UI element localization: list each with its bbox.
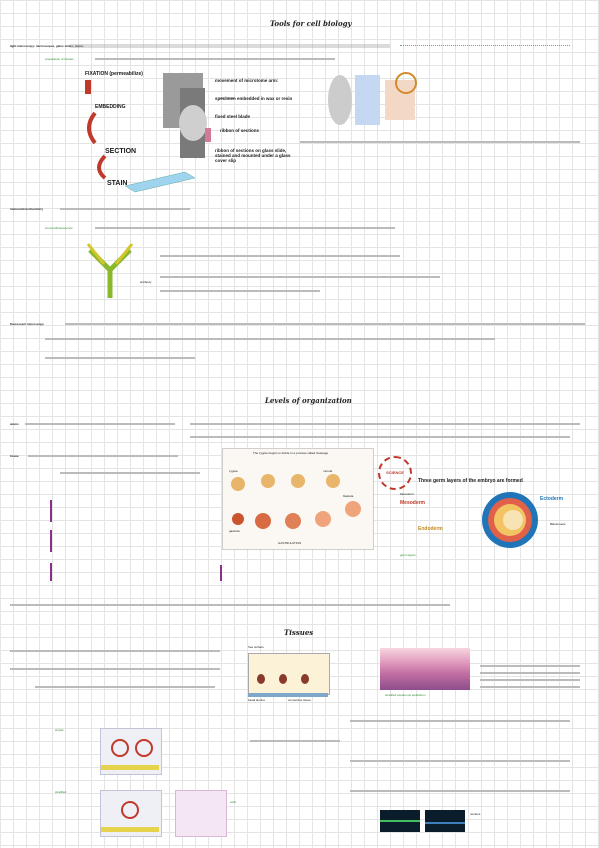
fixation-label: FIXATION (permeabilize) [85, 71, 143, 77]
note-line [190, 423, 580, 425]
hierarchy-bracket [50, 500, 192, 522]
note-line [60, 208, 190, 210]
hierarchy-bracket [220, 565, 272, 581]
note-line [45, 357, 195, 359]
note-line [35, 686, 215, 688]
ectoderm-label: Ectoderm [540, 496, 564, 502]
antibody-label: antibody [140, 280, 152, 284]
cell-junction-diagram [175, 790, 227, 837]
fixation-intro: preparation of tissues [45, 57, 74, 61]
specimen-label: specimen embedded in wax or resin [215, 96, 293, 101]
note-line [95, 227, 395, 229]
light-microscopy-heading: light microscopy: microscopes, glass sli… [10, 44, 84, 48]
stain-label: STAIN [107, 180, 128, 187]
ribbon-slide-label: ribbon of sections on glass slide, stain… [215, 148, 291, 163]
immuno-heading: immunohistochemistry [10, 207, 44, 211]
hierarchy-bracket [50, 563, 192, 581]
basal-lamina-label: basal lamina [248, 698, 265, 702]
gastrulation-label: GASTRULATION [278, 541, 302, 545]
gastrula-label: gastrula [229, 529, 240, 533]
highlight-circle [135, 739, 153, 757]
endoderm-label: Endoderm [418, 526, 443, 532]
free-surface-label: free surface [248, 645, 264, 649]
section-title-tools: Tools for cell biology [270, 19, 352, 28]
hierarchy-bracket [50, 530, 192, 552]
mesoderm-label: Mesoderm [400, 500, 426, 506]
basal-lamina-band [248, 693, 328, 697]
simple-epithelium-diagram [100, 728, 162, 775]
ribbon-label: ribbon of sections [220, 128, 260, 133]
micrograph-dark-1 [380, 810, 420, 832]
note-line [160, 290, 320, 292]
micrograph-dark-2 [425, 810, 465, 832]
nucleus-shape [279, 674, 287, 684]
epithelium-diagram: free surface basal lamina connective tis… [243, 645, 333, 705]
cleavage-diagram: The zygote begins to divide in a process… [222, 448, 374, 550]
section-label: SECTION [105, 148, 137, 155]
simple-label: simple [55, 728, 64, 732]
note-line [70, 44, 390, 48]
note-line [65, 323, 585, 325]
microtome-arm-label: movement of microtome arm: [215, 78, 279, 83]
note-line [95, 58, 335, 60]
highlight-circle [111, 739, 129, 757]
epidermis-micrograph [380, 648, 470, 690]
note-line [28, 455, 178, 457]
science-sticker: SCIENCE [378, 456, 412, 490]
fixation-icon [85, 80, 91, 94]
antibody-drawing [86, 243, 134, 298]
nucleus-shape [301, 674, 309, 684]
section-title-tissues: Tissues [284, 628, 314, 637]
note-line [10, 604, 450, 606]
blade-label: fixed steel blade [215, 114, 251, 119]
highlight-circle [121, 801, 139, 819]
note-line [250, 740, 340, 742]
tissue-notes [480, 665, 580, 705]
cleavage-caption: The zygote begins to divide in a process… [253, 451, 329, 455]
note-line [190, 436, 570, 438]
embedding-label: EMBEDDING [95, 104, 126, 110]
note-line [160, 255, 400, 257]
basal-band [101, 765, 159, 770]
note-line [10, 650, 220, 652]
germ-layers-note: germ layers [400, 553, 416, 557]
note-line [45, 338, 495, 340]
zygote-label: zygote [229, 469, 238, 473]
cells-label: cells [230, 800, 237, 804]
connective-tissue-label: connective tissue [288, 698, 312, 702]
note-line [25, 423, 175, 425]
note-line [350, 720, 570, 722]
atoms-label: atoms [10, 422, 19, 426]
germ-layer-diagram: Three germ layers of the embryo are form… [380, 478, 590, 548]
stratified-epithelium-diagram [100, 790, 162, 837]
germ-layers-title: Three germ layers of the embryo are form… [418, 478, 523, 484]
note-green [400, 37, 570, 46]
microtome-drawing [87, 73, 235, 193]
tissue-row-label: tissue [10, 454, 19, 458]
note-line [350, 760, 570, 762]
immunofluorescence-label: immunofluorescence [45, 226, 73, 230]
mesoderm-side-label: Mesoderm [400, 492, 415, 496]
histology-diagram: FIXATION (permeabilize) EMBEDDING SECTIO… [85, 68, 300, 193]
blastula-label: blastula [343, 494, 354, 498]
note-line [10, 668, 220, 670]
cell-icon [395, 72, 417, 94]
fluorescent-heading: fluorescent microscopy [10, 322, 44, 326]
note-line [300, 141, 580, 143]
note-line [60, 472, 200, 474]
nucleus-shape [257, 674, 265, 684]
blastocoele-label: Blastocoele [550, 522, 566, 526]
epithelial-cells [248, 653, 330, 695]
stratified-label: stratified squamous epithelium [385, 693, 426, 697]
nucleus-note: nucleus [470, 812, 481, 816]
note-line [160, 276, 440, 278]
basal-band [101, 827, 159, 832]
morula-label: morula [323, 469, 333, 473]
section-title-levels: Levels of organization [265, 396, 352, 405]
note-line [350, 790, 570, 792]
stratified-side-label: stratified [55, 790, 67, 794]
